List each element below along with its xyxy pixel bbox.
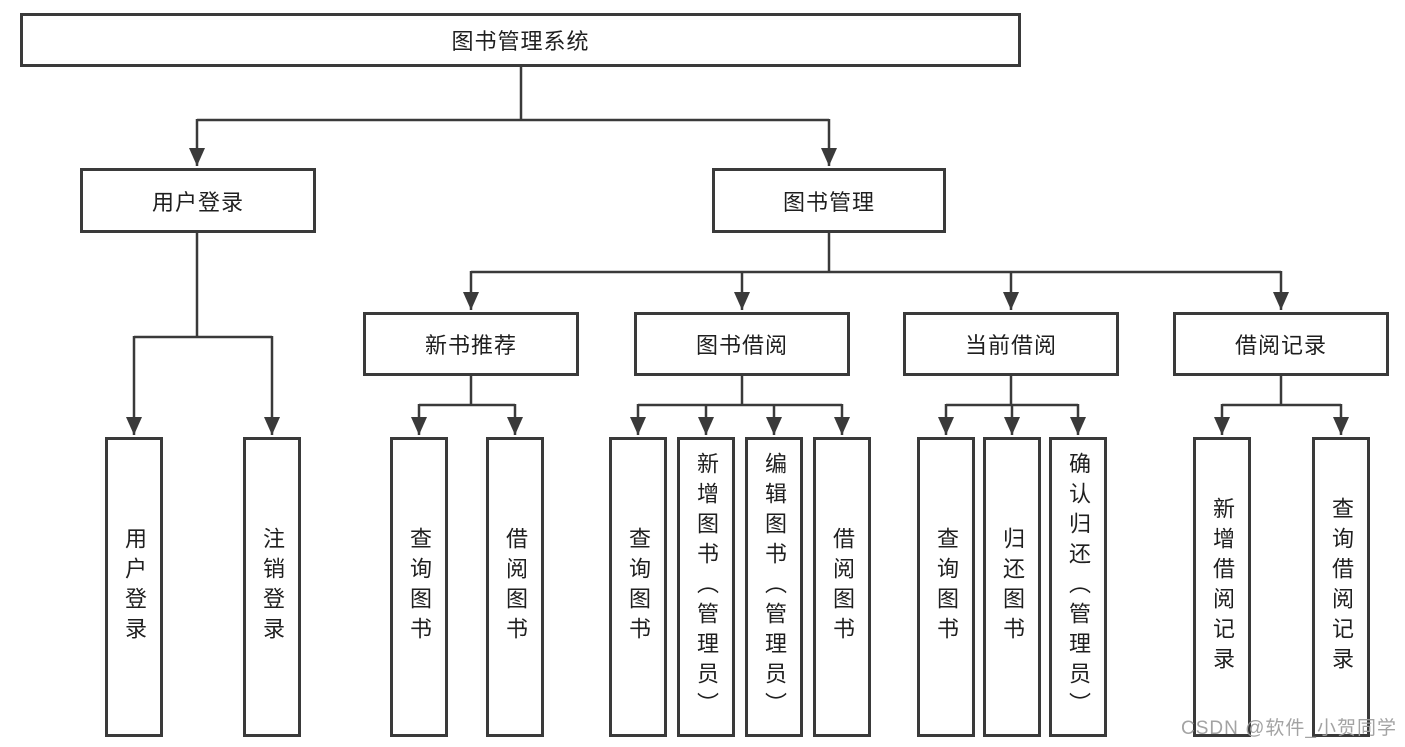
- node-user-login: 用户登录: [80, 168, 316, 233]
- leaf-current-confirm-return-admin: 确认归还（管理员）: [1049, 437, 1107, 737]
- leaf-logout: 注销登录: [243, 437, 301, 737]
- csdn-watermark: CSDN @软件_小贺同学: [1181, 718, 1397, 739]
- leaf-borrowing-add-books-admin: 新增图书（管理员）: [677, 437, 735, 737]
- node-library-management-system: 图书管理系统: [20, 13, 1021, 67]
- leaf-current-return-books: 归还图书: [983, 437, 1041, 737]
- leaf-recommend-borrow-books: 借阅图书: [486, 437, 544, 737]
- node-book-management: 图书管理: [712, 168, 946, 233]
- node-borrowing-records: 借阅记录: [1173, 312, 1389, 376]
- leaf-records-add-record: 新增借阅记录: [1193, 437, 1251, 737]
- leaf-recommend-query-books: 查询图书: [390, 437, 448, 737]
- node-book-borrowing: 图书借阅: [634, 312, 850, 376]
- leaf-borrowing-query-books: 查询图书: [609, 437, 667, 737]
- leaf-user-login: 用户登录: [105, 437, 163, 737]
- node-current-borrowing: 当前借阅: [903, 312, 1119, 376]
- leaf-records-query-record: 查询借阅记录: [1312, 437, 1370, 737]
- leaf-borrowing-borrow-books: 借阅图书: [813, 437, 871, 737]
- leaf-borrowing-edit-books-admin: 编辑图书（管理员）: [745, 437, 803, 737]
- node-new-book-recommend: 新书推荐: [363, 312, 579, 376]
- leaf-current-query-books: 查询图书: [917, 437, 975, 737]
